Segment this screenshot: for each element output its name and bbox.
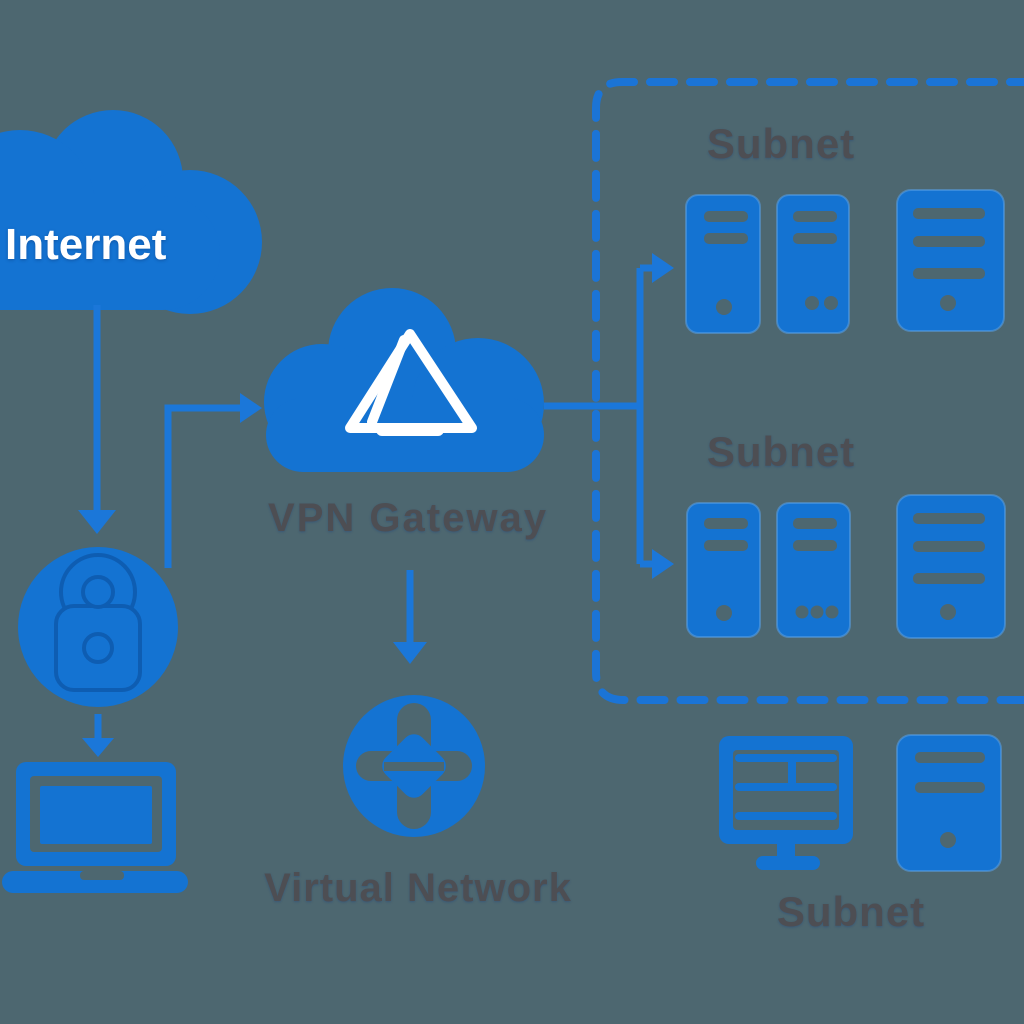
arrow-vpn-to-subnets	[544, 253, 674, 579]
server-icon	[896, 494, 1006, 639]
subnet-middle-label: Subnet	[706, 428, 856, 475]
lock-icon	[18, 547, 178, 707]
arrow-vpn-to-virtual-network	[393, 570, 427, 664]
arrow-lock-to-laptop	[82, 714, 114, 757]
internet-label: Internet	[5, 220, 167, 269]
dashed-subnet-container	[592, 78, 1024, 704]
monitor-icon	[719, 736, 853, 870]
subnet-bottom-devices	[719, 734, 1002, 872]
server-icon	[896, 189, 1005, 332]
subnet-top-devices	[685, 189, 1005, 334]
server-icon	[776, 194, 850, 334]
laptop-icon	[2, 762, 188, 893]
arrow-lock-to-vpn-gateway	[164, 393, 262, 568]
server-icon	[685, 194, 761, 334]
subnet-bottom-label: Subnet	[776, 888, 926, 935]
server-icon	[776, 502, 851, 638]
subnet-top-label: Subnet	[706, 120, 856, 167]
virtual-network-icon	[343, 695, 485, 837]
server-icon	[686, 502, 761, 638]
azure-logo	[345, 329, 477, 436]
subnet-middle-devices	[686, 494, 1006, 639]
server-icon	[896, 734, 1002, 872]
vpn-gateway-label: VPN Gateway	[268, 496, 548, 540]
cloud-icon	[0, 110, 262, 314]
azure-cloud-icon	[264, 288, 544, 472]
arrow-internet-to-lock	[78, 305, 116, 534]
virtual-network-label: Virtual Network	[264, 866, 572, 910]
